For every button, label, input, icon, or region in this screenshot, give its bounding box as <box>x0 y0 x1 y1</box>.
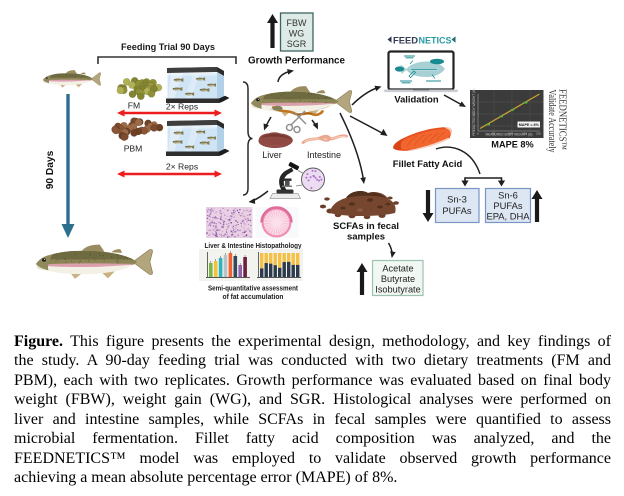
svg-text:of fat accumulation: of fat accumulation <box>223 292 284 301</box>
svg-text:Intestine: Intestine <box>307 150 341 160</box>
svg-text:FEEDNETICS™: FEEDNETICS™ <box>557 89 568 150</box>
svg-text:2× Reps: 2× Reps <box>166 162 198 172</box>
svg-text:MEASURED BODY WEIGHT (G): MEASURED BODY WEIGHT (G) <box>486 133 533 137</box>
svg-text:samples: samples <box>347 232 385 243</box>
svg-text:100: 100 <box>508 132 513 136</box>
svg-text:Validate Accurately: Validate Accurately <box>546 90 557 154</box>
svg-text:Liver: Liver <box>262 150 282 160</box>
svg-text:Sn-6: Sn-6 <box>498 190 518 201</box>
svg-text:FBW: FBW <box>287 18 308 28</box>
svg-text:SCFAs in fecal: SCFAs in fecal <box>333 221 399 232</box>
svg-text:150: 150 <box>522 132 527 136</box>
svg-text:Growth Performance: Growth Performance <box>248 56 345 67</box>
svg-text:PUFAs: PUFAs <box>493 200 522 211</box>
svg-text:FM: FM <box>128 101 140 111</box>
svg-text:Semi-quantitative assessment: Semi-quantitative assessment <box>208 284 298 293</box>
svg-text:PBM: PBM <box>124 144 143 154</box>
svg-text:NETICS: NETICS <box>419 36 452 46</box>
svg-text:Feeding Trial 90 Days: Feeding Trial 90 Days <box>121 42 215 52</box>
svg-text:90 Days: 90 Days <box>45 150 56 189</box>
svg-text:Butyrate: Butyrate <box>381 274 415 284</box>
svg-text:200: 200 <box>536 132 541 136</box>
svg-text:EPA, DHA: EPA, DHA <box>486 211 530 222</box>
svg-text:SGR: SGR <box>287 39 307 49</box>
svg-text:Isobutyrate: Isobutyrate <box>375 285 420 295</box>
svg-text:2× Reps: 2× Reps <box>166 102 198 112</box>
svg-text:PREDICTED BODY WEIGHT (G): PREDICTED BODY WEIGHT (G) <box>472 88 476 135</box>
svg-text:Fillet Fatty Acid: Fillet Fatty Acid <box>393 158 463 169</box>
svg-text:WG: WG <box>289 29 305 39</box>
svg-text:MAPE = 8%: MAPE = 8% <box>519 123 540 127</box>
svg-text:0: 0 <box>477 132 479 136</box>
svg-text:50: 50 <box>492 132 496 136</box>
svg-text:Sn-3: Sn-3 <box>447 194 467 205</box>
svg-text:Liver & Intestine Histopatholo: Liver & Intestine Histopathology <box>205 241 303 250</box>
svg-text:Acetate: Acetate <box>382 264 413 274</box>
svg-text:Validation: Validation <box>394 94 439 105</box>
svg-text:MAPE 8%: MAPE 8% <box>491 140 533 150</box>
svg-text:FEED: FEED <box>393 36 418 46</box>
svg-text:PUFAs: PUFAs <box>442 205 471 216</box>
